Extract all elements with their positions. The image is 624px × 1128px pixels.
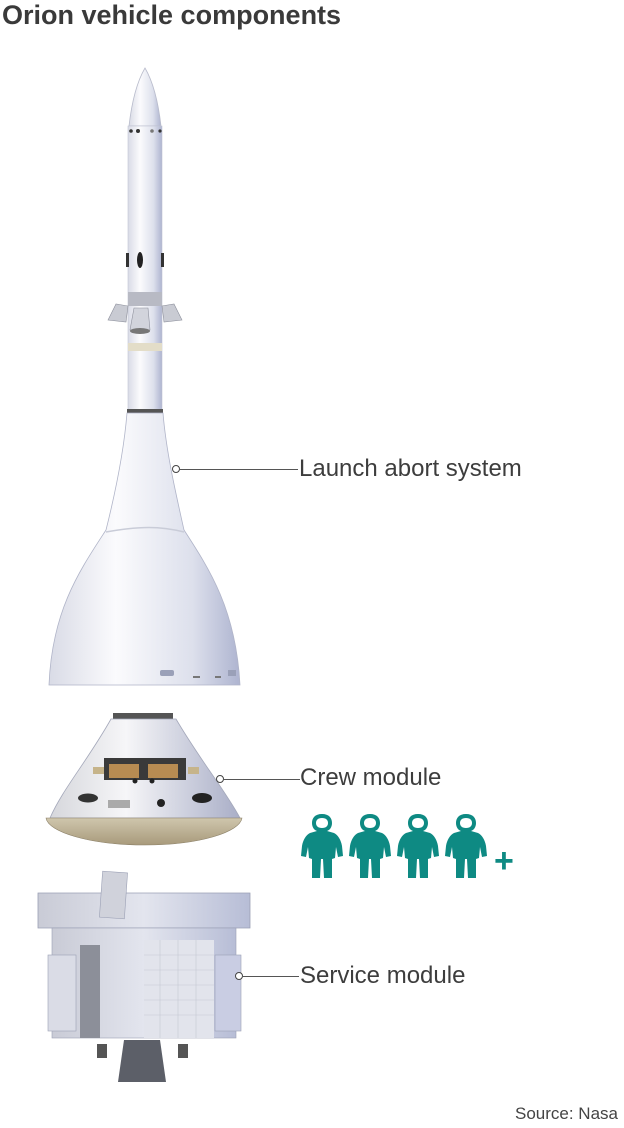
- leader-line: [224, 779, 300, 780]
- leader-line: [243, 976, 299, 977]
- astronaut-icon: [349, 814, 391, 878]
- service-module-illustration: [37, 870, 251, 1082]
- leader-dot: [235, 972, 243, 980]
- label-crew-module: Crew module: [300, 764, 442, 791]
- diagram-title: Orion vehicle components: [2, 0, 342, 30]
- astronaut-icon: [301, 814, 343, 878]
- leader-dot: [216, 775, 224, 783]
- label-service-module: Service module: [300, 962, 466, 989]
- source-credit: Source: Nasa: [515, 1104, 618, 1123]
- crew-capacity-icons: +: [300, 812, 514, 880]
- astronaut-icon: [445, 814, 487, 878]
- crew-module-illustration: [45, 713, 243, 846]
- launch-abort-system-illustration: [48, 67, 241, 686]
- astronaut-icon: [397, 814, 439, 878]
- label-launch-abort-system: Launch abort system: [299, 455, 522, 482]
- plus-icon: +: [494, 842, 514, 880]
- leader-line: [180, 469, 298, 470]
- leader-dot: [172, 465, 180, 473]
